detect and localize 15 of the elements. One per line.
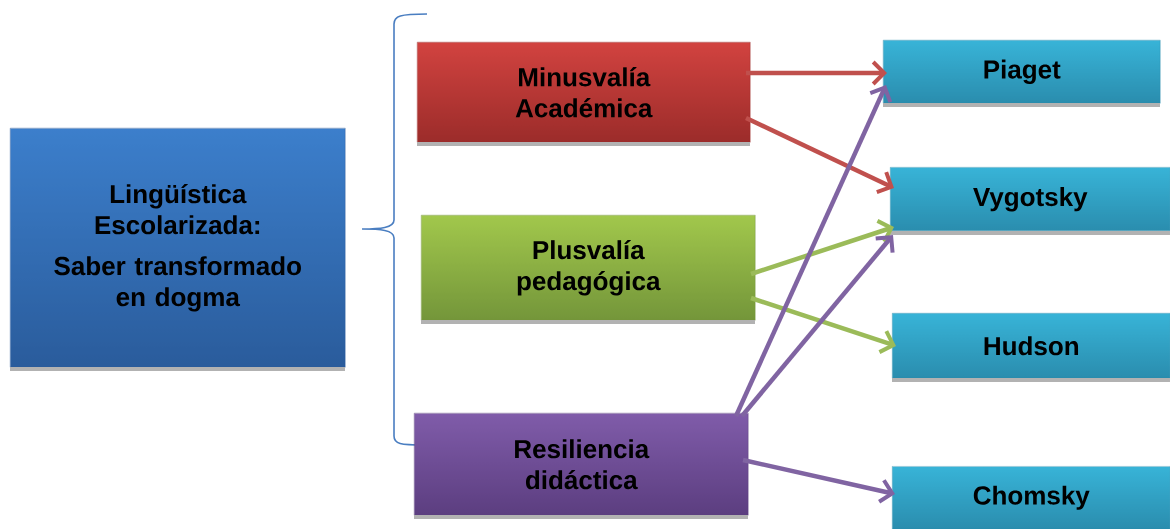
arrow	[745, 115, 894, 194]
category-box: Resiliencia didáctica	[414, 413, 749, 516]
category-box: Plusvalía pedagógica	[421, 215, 756, 321]
arrow	[750, 295, 896, 354]
arrow	[742, 457, 895, 504]
author-box: Piaget	[883, 40, 1161, 104]
author-box: Vygotsky	[890, 167, 1170, 232]
author-box: Chomsky	[892, 466, 1170, 529]
topic-box: Lingüística Escolarizada: Saber transformado en dogma	[10, 128, 346, 368]
arrow	[746, 60, 887, 86]
arrow	[740, 235, 895, 418]
arrow	[733, 85, 893, 417]
category-box: Minusvalía Académica	[417, 42, 751, 143]
arrow	[750, 219, 894, 277]
author-box: Hudson	[892, 313, 1170, 379]
